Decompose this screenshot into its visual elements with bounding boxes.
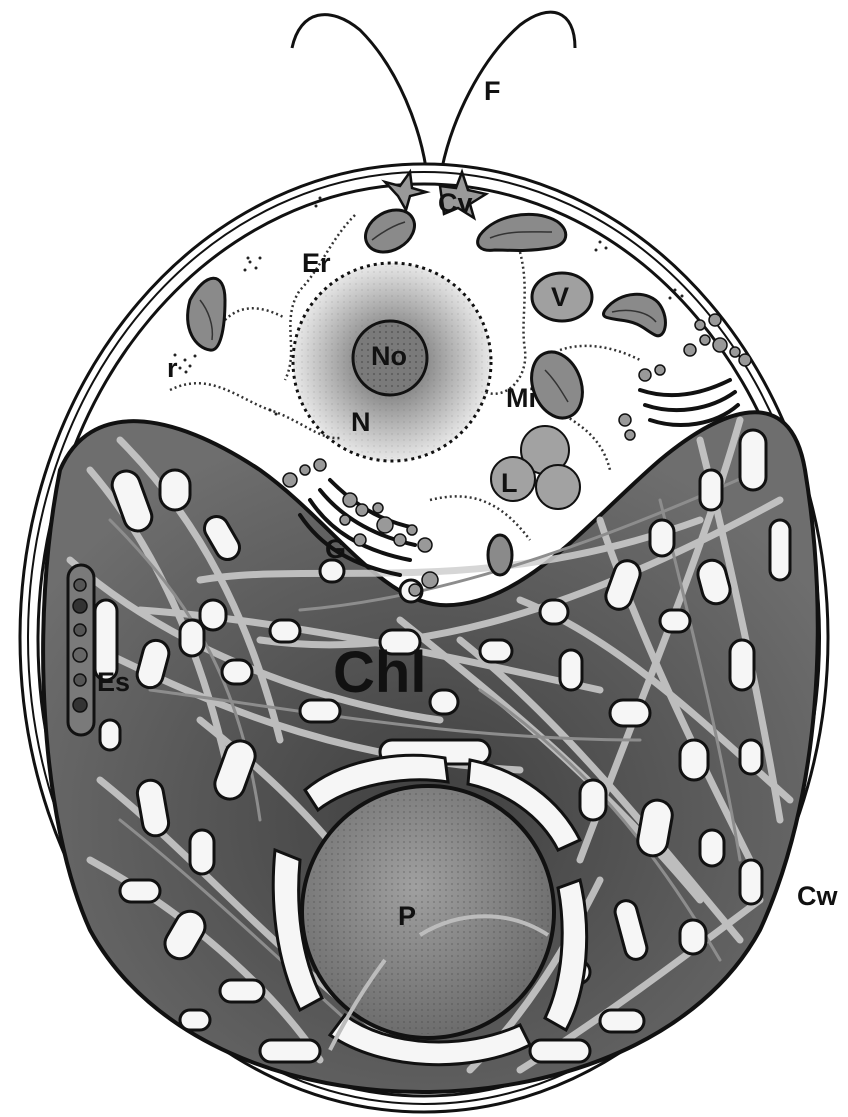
label-chloroplast: Chl	[333, 640, 426, 705]
label-cell-wall: Cw	[797, 881, 838, 911]
label-endoplasmic-reticulum: Er	[302, 248, 331, 278]
label-golgi: G	[325, 534, 346, 564]
label-contractile-vacuole: Cv	[438, 188, 473, 218]
label-nucleolus: No	[371, 341, 407, 371]
label-pyrenoid: P	[398, 901, 416, 931]
label-lipid: L	[501, 468, 518, 498]
label-vacuole: V	[551, 282, 569, 312]
label-mitochondria: Mi	[506, 383, 536, 413]
flagella	[292, 12, 575, 168]
label-flagella: F	[484, 76, 501, 106]
label-eyespot: Es	[97, 667, 130, 697]
label-nucleus: N	[351, 407, 371, 437]
eyespot	[68, 565, 94, 735]
label-ribosomes: r	[167, 353, 178, 383]
